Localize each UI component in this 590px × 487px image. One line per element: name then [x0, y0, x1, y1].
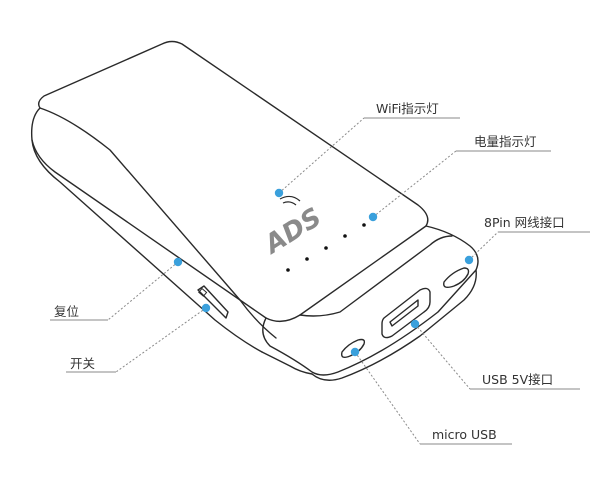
label-battery-indicator: 电量指示灯 — [474, 134, 537, 149]
callout-dots — [173, 188, 474, 357]
wifi-signal-icon — [279, 195, 301, 206]
micro-usb-port-shape — [340, 338, 366, 359]
label-usb-5v-port: USB 5V接口 — [482, 372, 553, 387]
brand-logo: ADS — [258, 202, 327, 261]
led-dot — [286, 268, 290, 272]
label-wifi-indicator: WiFi指示灯 — [376, 101, 439, 116]
led-dot — [305, 257, 309, 261]
callout-dot-switch — [201, 303, 211, 313]
callout-dot-ethernet — [464, 255, 474, 265]
led-dot — [362, 223, 366, 227]
label-power-switch: 开关 — [70, 356, 95, 371]
led-dot — [343, 234, 347, 238]
svg-text:ADS: ADS — [258, 202, 327, 261]
callout-dot-usb5v — [410, 319, 420, 329]
callout-dot-reset — [173, 257, 183, 267]
leader-lines — [50, 117, 590, 445]
power-switch-shape — [197, 285, 229, 319]
usb-5v-port-shape — [381, 287, 431, 339]
led-dot — [324, 246, 328, 250]
callout-dot-battery — [368, 212, 378, 222]
label-reset: 复位 — [54, 304, 79, 319]
ethernet-port-shape — [443, 267, 470, 289]
callout-dot-wifi — [274, 188, 284, 198]
callout-dot-microusb — [350, 347, 360, 357]
label-ethernet-port: 8Pin 网线接口 — [484, 215, 565, 230]
battery-led-dots — [286, 223, 366, 272]
label-micro-usb: micro USB — [432, 427, 497, 442]
device-body — [30, 40, 479, 381]
